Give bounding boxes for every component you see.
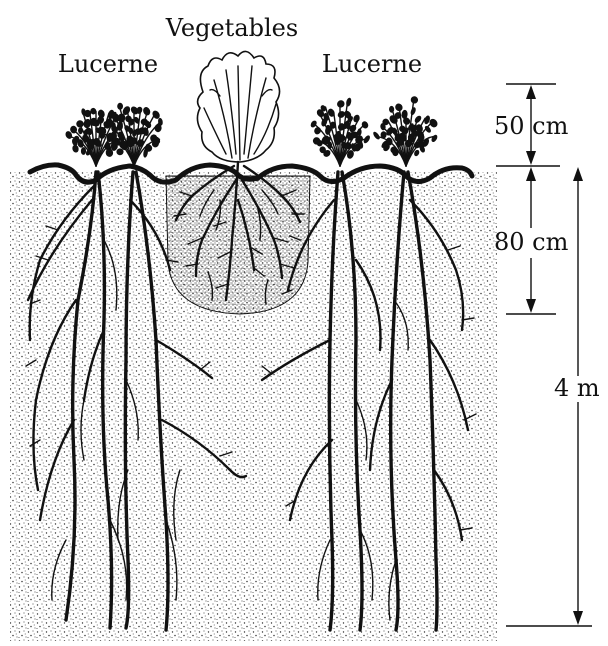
vegetable-root-zone — [166, 176, 310, 314]
lucerne-leaf — [313, 126, 322, 135]
dimension-label-50cm: 50 cm — [494, 112, 569, 140]
lucerne-leaf — [142, 106, 152, 117]
lucerne-leaf — [309, 119, 317, 128]
lucerne-leaf — [132, 137, 137, 144]
dimension-label-4m: 4 m — [554, 374, 600, 402]
lucerne-leaf — [413, 114, 422, 124]
vegetable-plant-top — [197, 51, 279, 162]
lucerne-leaf — [430, 134, 438, 143]
lucerne-leaf — [409, 95, 419, 105]
dimension-label-80cm: 80 cm — [494, 228, 569, 256]
lucerne-leaf — [361, 120, 370, 129]
lucerne-leaf — [81, 147, 86, 155]
lucerne-leaf — [372, 131, 381, 141]
lucerne-plant-4 — [372, 95, 439, 166]
lucerne-leaf — [76, 120, 84, 128]
label-vegetables: Vegetables — [165, 14, 298, 42]
dimension-vegetable-roots: 80 cm — [494, 167, 569, 314]
lucerne-leaf — [345, 97, 352, 107]
lucerne-leaf — [336, 99, 346, 109]
lucerne-leaf — [352, 114, 361, 124]
lucerne-leaf — [410, 107, 417, 116]
lucerne-leaf — [97, 109, 106, 119]
lucerne-leaf — [117, 103, 123, 110]
label-lucerne-left: Lucerne — [58, 50, 158, 78]
dimension-top-height: 50 cm — [494, 84, 569, 166]
lucerne-plant-3 — [309, 97, 371, 166]
label-lucerne-right: Lucerne — [322, 50, 422, 78]
lucerne-leaf — [394, 102, 404, 113]
